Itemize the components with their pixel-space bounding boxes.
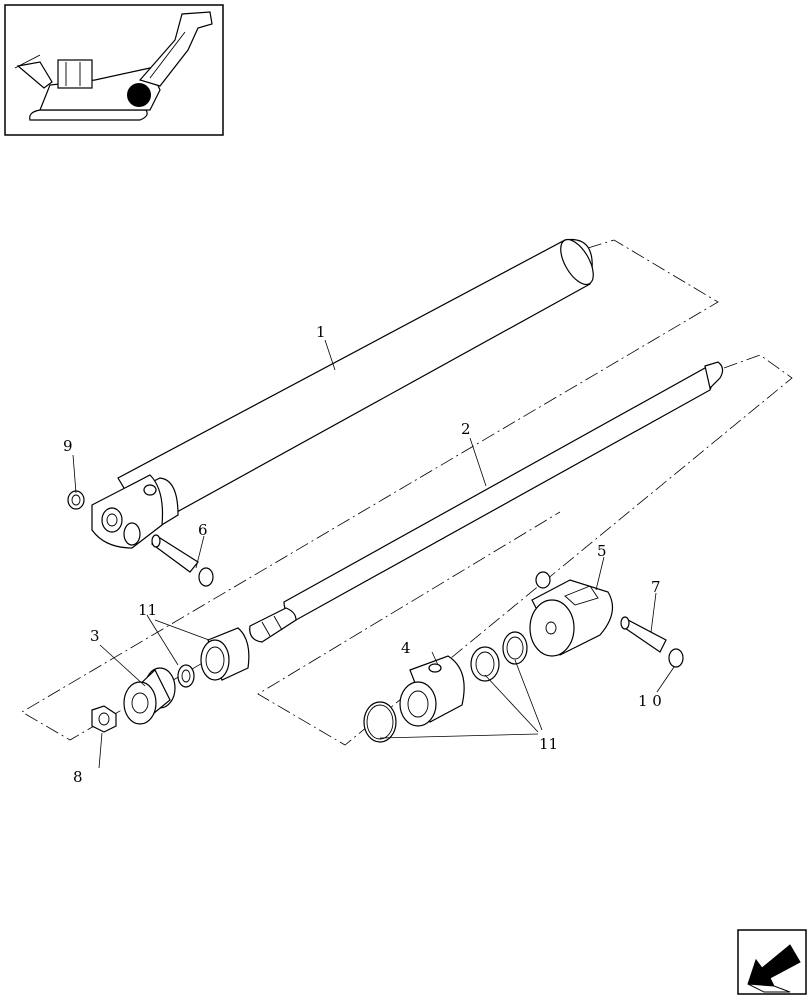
callout-10[interactable]: 1 0 [638, 692, 662, 710]
callout-11-left[interactable]: 11 [138, 601, 157, 619]
callout-8[interactable]: 8 [73, 768, 83, 786]
snap-ring-5 [535, 571, 551, 589]
back-arrow-icon [747, 944, 801, 993]
harvester-locator-icon [14, 11, 213, 121]
seal-ring-left [177, 664, 195, 688]
callout-5[interactable]: 5 [597, 542, 607, 560]
snap-ring-9 [67, 490, 85, 510]
callout-9[interactable]: 9 [63, 437, 73, 455]
piston [123, 667, 176, 725]
gland-sleeve [200, 627, 250, 681]
pin-7 [620, 616, 684, 668]
hex-nut [91, 705, 117, 733]
callout-7[interactable]: 7 [651, 578, 661, 596]
callout-6[interactable]: 6 [198, 521, 208, 539]
cylinder-barrel [91, 238, 594, 549]
callout-4[interactable]: 4 [401, 639, 411, 657]
pin-6 [150, 534, 214, 587]
back-arrow-button[interactable] [737, 929, 807, 995]
o-ring-large [363, 701, 397, 743]
rod-clevis [529, 579, 614, 657]
callout-3[interactable]: 3 [90, 627, 100, 645]
locator-thumbnail [4, 4, 224, 136]
callout-11-right[interactable]: 11 [539, 735, 558, 753]
cylinder-head [399, 655, 465, 727]
leader-lines [72, 339, 675, 769]
piston-rod [249, 361, 724, 643]
seal-ring-right-2 [502, 631, 528, 665]
callout-labels: 1 2 3 4 5 6 7 8 9 1 0 11 11 [63, 323, 662, 786]
callout-2[interactable]: 2 [461, 420, 471, 438]
seal-ring-right-1 [470, 646, 500, 682]
callout-1[interactable]: 1 [316, 323, 326, 341]
